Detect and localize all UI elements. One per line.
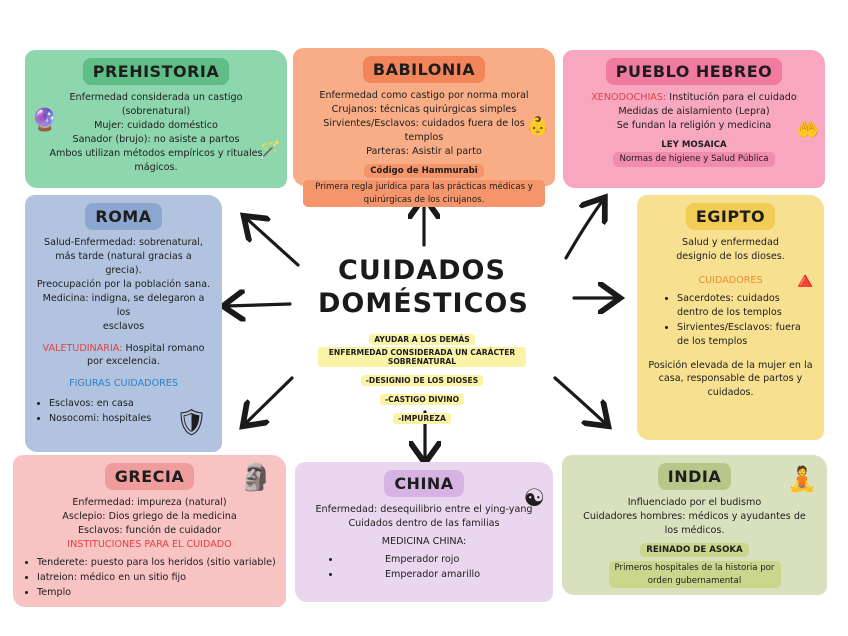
list-item: Templo: [37, 586, 276, 600]
card-title: PUEBLO HEBREO: [605, 58, 783, 86]
valet-text: Hospital romano por excelencia.: [87, 342, 205, 368]
text-line: Cuidados dentro de las familias: [348, 518, 500, 530]
text-line: Sanador (brujo): no asiste a partos: [72, 133, 240, 145]
arrow-to-india: [553, 376, 606, 424]
central-title-line1: CUIDADOS: [338, 255, 506, 286]
text-line: Enfermedad como castigo por norma moral: [319, 90, 529, 102]
card-china: CHINA Enfermedad: desequilibrio entre el…: [295, 462, 553, 602]
card-egipto: EGIPTO Salud y enfermedad designio de lo…: [637, 195, 824, 440]
text-line: grecia).: [105, 265, 142, 276]
text-line: Ambos utilizan métodos empíricos y ritua…: [49, 147, 263, 159]
text-line: Enfermedad: desequilibrio entre el ying-…: [315, 504, 533, 516]
med-item: Emperador rojo: [385, 553, 460, 565]
baby-icon: 👶: [526, 116, 549, 137]
text-line: Enfermedad: impureza (natural): [72, 497, 227, 509]
list-item: Tenderete: puesto para los heridos (siti…: [37, 556, 276, 570]
text-line: esclavos: [102, 320, 145, 332]
arrow-to-roma: [226, 304, 292, 306]
card-pueblo-hebreo: PUEBLO HEBREO XENODOCHIAS: Institución p…: [563, 50, 825, 188]
text-line: Crujanos: técnicas quirúrgicas simples: [331, 104, 517, 116]
sub-title: LEY MOSAICA: [661, 139, 727, 150]
text-line: Influenciado por el budismo: [627, 497, 762, 509]
central-line: -IMPUREZA: [393, 412, 451, 424]
card-india: INDIA Influenciado por el budismo Cuidad…: [562, 455, 827, 595]
arrow-to-pueblo: [564, 200, 603, 260]
card-title: EGIPTO: [685, 203, 776, 231]
pyramid-icon: 🔺: [790, 267, 820, 295]
xeno-text: Institución para el cuidado: [669, 92, 797, 104]
sub-text: Primera regla jurídica para las práctica…: [303, 180, 545, 208]
crystal-ball-icon: 🔮: [31, 108, 59, 133]
text-line: Esclavos: función de cuidador: [77, 525, 222, 536]
text-line: Salud y enfermedad designio de los diose…: [676, 237, 785, 263]
list-item: Emperador amarillo: [341, 568, 543, 582]
central-topic: CUIDADOS DOMÉSTICOS AYUDAR A LOS DEMÁS E…: [318, 255, 529, 425]
list-item: Nosocomi: hospitales: [49, 412, 167, 426]
wand-icon: 🪄: [258, 140, 281, 161]
card-title: GRECIA: [104, 463, 195, 491]
text-line: (sobrenatural): [121, 106, 191, 118]
card-prehistoria: PREHISTORIA Enfermedad considerada un ca…: [25, 50, 287, 188]
med-item: Emperador amarillo: [385, 568, 481, 580]
text-line: Sirvientes/Esclavos: cuidados fuera de l…: [323, 118, 525, 143]
card-title: PREHISTORIA: [82, 58, 230, 86]
central-line: -DESIGNIO DE LOS DIOSES: [360, 374, 484, 386]
card-title: CHINA: [384, 470, 464, 498]
text-line: Mujer: cuidado doméstico: [94, 120, 218, 131]
yin-yang-icon: ☯: [523, 484, 545, 512]
list-item: Esclavos: en casa: [49, 397, 167, 411]
valet-label: VALETUDINARIA:: [42, 342, 123, 354]
sub-text: Primeros hospitales de la historia por o…: [608, 561, 781, 589]
text-line: Preocupación por la población sana.: [36, 278, 211, 290]
text-line: Enfermedad considerada un castigo: [69, 92, 243, 104]
text-line: Parteras: Asistir al parto: [366, 145, 482, 157]
central-title-line2: DOMÉSTICOS: [318, 287, 529, 319]
card-roma: ROMA Salud-Enfermedad: sobrenatural, más…: [25, 195, 222, 452]
text-line: Salud-Enfermedad: sobrenatural,: [44, 237, 203, 249]
text-line: Medicina: indigna, se delegaron a los: [42, 292, 205, 318]
card-title: BABILONIA: [362, 56, 486, 84]
arrow-to-grecia: [245, 376, 294, 424]
list-item: Sirvientes/Esclavos: fuera de los templo…: [677, 321, 814, 349]
bust-icon: 🗿: [239, 463, 272, 493]
sub-text: Normas de higiene y Salud Pública: [613, 152, 775, 167]
sub-title: REINADO DE ASOKA: [640, 542, 749, 558]
hands-icon: 🤲: [796, 120, 819, 141]
card-grecia: GRECIA Enfermedad: impureza (natural) As…: [13, 455, 286, 607]
arrow-to-roma-top: [246, 218, 300, 267]
central-line: AYUDAR A LOS DEMÁS: [369, 333, 475, 345]
text-line: Posición elevada de la mujer en la casa,…: [648, 359, 813, 399]
buddha-icon: 🧘: [787, 465, 817, 493]
warrior-icon: 🛡: [174, 408, 208, 438]
xeno-label: XENODOCHIAS:: [591, 92, 667, 104]
text-line: Asclepio: Dios griego de la medicina: [62, 511, 237, 523]
text-line: Se fundan la religión y medicina: [616, 120, 772, 131]
central-line: ENFERMEDAD CONSIDERADA UN CARÁCTER SOBRE…: [318, 346, 526, 367]
card-title: ROMA: [85, 203, 162, 231]
text-line: más tarde (natural gracias a: [55, 251, 192, 263]
inst-title: INSTITUCIONES PARA EL CUIDADO: [67, 538, 232, 550]
med-title: MEDICINA CHINA:: [381, 536, 467, 547]
list-item: Iatreion: médico en un sitio fijo: [37, 571, 276, 585]
text-line: Medidas de aislamiento (Lepra): [618, 106, 770, 118]
text-line: Cuidadores hombres: médicos y ayudantes …: [583, 511, 806, 536]
text-line: mágicos.: [134, 161, 178, 173]
card-babilonia: BABILONIA Enfermedad como castigo por no…: [293, 48, 555, 208]
list-item: Emperador rojo: [341, 553, 543, 567]
figuras-title: FIGURAS CUIDADORES: [69, 378, 178, 390]
card-title: INDIA: [657, 463, 732, 491]
sub-title: Código de Hammurabi: [364, 163, 484, 179]
central-line: -CASTIGO DIVINO: [379, 393, 465, 405]
cuidadores-title: CUIDADORES: [698, 275, 763, 286]
list-item: Sacerdotes: cuidados dentro de los templ…: [677, 292, 814, 320]
